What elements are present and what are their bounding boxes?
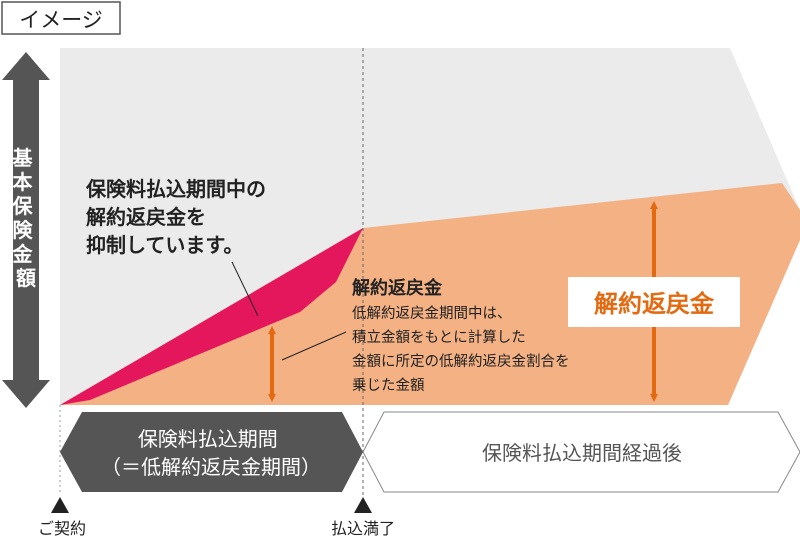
payment-period-label: 保険料払込期間 （＝低解約返戻金期間） bbox=[101, 427, 321, 479]
after-payment-period-bar bbox=[362, 411, 800, 493]
badge-frame bbox=[1, 1, 121, 35]
y-axis-double-arrow bbox=[2, 52, 50, 408]
paid-up-marker-label: 払込満了 bbox=[331, 519, 395, 538]
callout-suppress-text: 保険料払込期間中の 解約返戻金を 抑制しています。 bbox=[85, 177, 273, 257]
refund-area bbox=[60, 183, 800, 405]
callout-suppress-leader bbox=[231, 261, 259, 317]
contract-marker-icon bbox=[51, 497, 69, 513]
contract-marker-label: ご契約 bbox=[38, 519, 86, 538]
paid-up-marker-icon bbox=[354, 497, 372, 513]
badge-label: イメージ bbox=[19, 8, 103, 32]
payment-period-bar bbox=[60, 412, 363, 492]
refund-note-text: 低解約返戻金期間中は、 積立金額をもとに計算した 金額に所定の低解約返戻金割合を… bbox=[352, 305, 574, 394]
after-payment-period-label: 保険料払込期間経過後 bbox=[482, 441, 682, 465]
y-axis-label: 基 本 保 険 金 額 bbox=[12, 146, 40, 290]
suppressed-refund-area bbox=[60, 228, 363, 405]
refund-label-text: 解約返戻金 bbox=[594, 290, 715, 318]
refund-heading: 解約返戻金 bbox=[352, 277, 443, 299]
refund-label-box bbox=[568, 277, 740, 327]
refund-note-leader bbox=[281, 331, 347, 361]
